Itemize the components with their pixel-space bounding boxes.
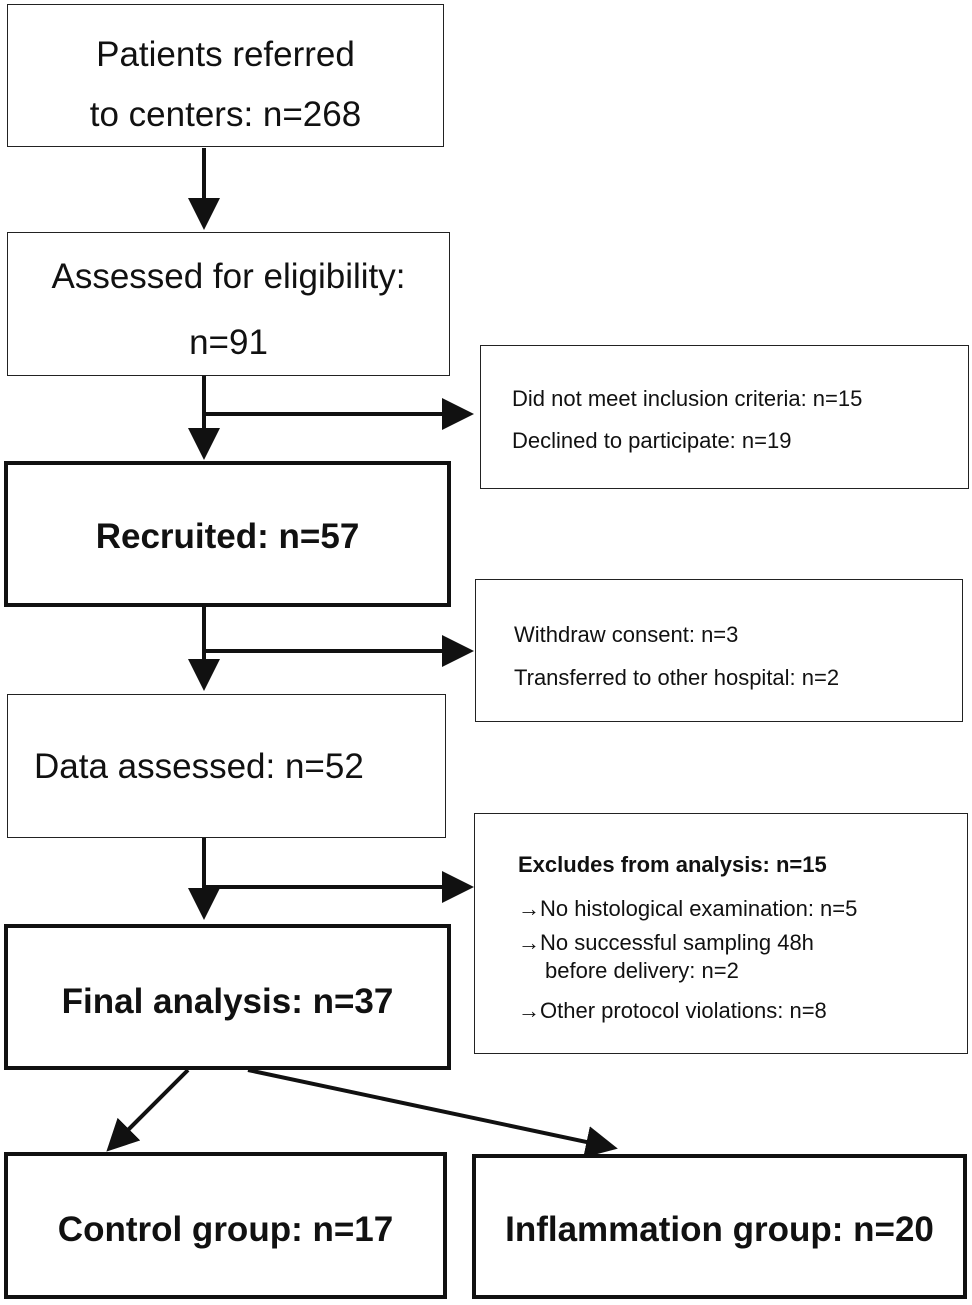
exclusion2-line1: Withdraw consent: n=3: [514, 622, 739, 647]
exclusion3-item3: →Other protocol violations: n=8: [518, 998, 827, 1024]
inflammation-label: Inflammation group: n=20: [505, 1210, 934, 1249]
final-label: Final analysis: n=37: [61, 982, 394, 1021]
exclusion3-item3-text: Other protocol violations: n=8: [540, 998, 827, 1023]
arrow-final-to-inflammation: [247, 1068, 618, 1158]
exclusion2-box: Withdraw consent: n=3 Transferred to oth…: [475, 579, 963, 722]
referred-line1: Patients referred: [96, 35, 355, 74]
exclusion3-title: Excludes from analysis: n=15: [518, 852, 827, 877]
arrow-bullet-icon: →: [518, 896, 540, 921]
data-assessed-box: Data assessed: n=52: [7, 694, 446, 838]
arrow-bullet-icon: →: [518, 930, 540, 955]
exclusion3-box: Excludes from analysis: n=15 →No histolo…: [474, 813, 968, 1054]
assessed-line2: n=91: [189, 323, 268, 362]
exclusion1-line1: Did not meet inclusion criteria: n=15: [512, 386, 863, 411]
exclusion3-item1: →No histological examination: n=5: [518, 896, 857, 922]
arrow-final-to-control: [106, 1068, 190, 1152]
exclusion3-item1-text: No histological examination: n=5: [540, 896, 858, 921]
referred-box: Patients referred to centers: n=268: [7, 4, 444, 147]
arrow-bullet-icon: →: [518, 998, 540, 1023]
control-label: Control group: n=17: [57, 1210, 394, 1249]
referred-line2: to centers: n=268: [89, 95, 362, 134]
inflammation-box: Inflammation group: n=20: [472, 1154, 967, 1299]
recruited-box: Recruited: n=57: [4, 461, 451, 607]
exclusion3-item2-text: No successful sampling 48h: [540, 930, 814, 955]
exclusion3-item2: →No successful sampling 48h: [518, 930, 814, 956]
recruited-label: Recruited: n=57: [95, 517, 360, 556]
data-assessed-label: Data assessed: n=52: [34, 747, 364, 786]
exclusion3-item2-cont: before delivery: n=2: [545, 958, 739, 983]
exclusion2-line2: Transferred to other hospital: n=2: [514, 665, 840, 690]
exclusion1-box: Did not meet inclusion criteria: n=15 De…: [480, 345, 969, 489]
assessed-box: Assessed for eligibility: n=91: [7, 232, 450, 376]
exclusion1-line2: Declined to participate: n=19: [512, 428, 792, 453]
final-box: Final analysis: n=37: [4, 924, 451, 1070]
assessed-line1: Assessed for eligibility:: [51, 257, 406, 296]
control-box: Control group: n=17: [4, 1152, 447, 1299]
